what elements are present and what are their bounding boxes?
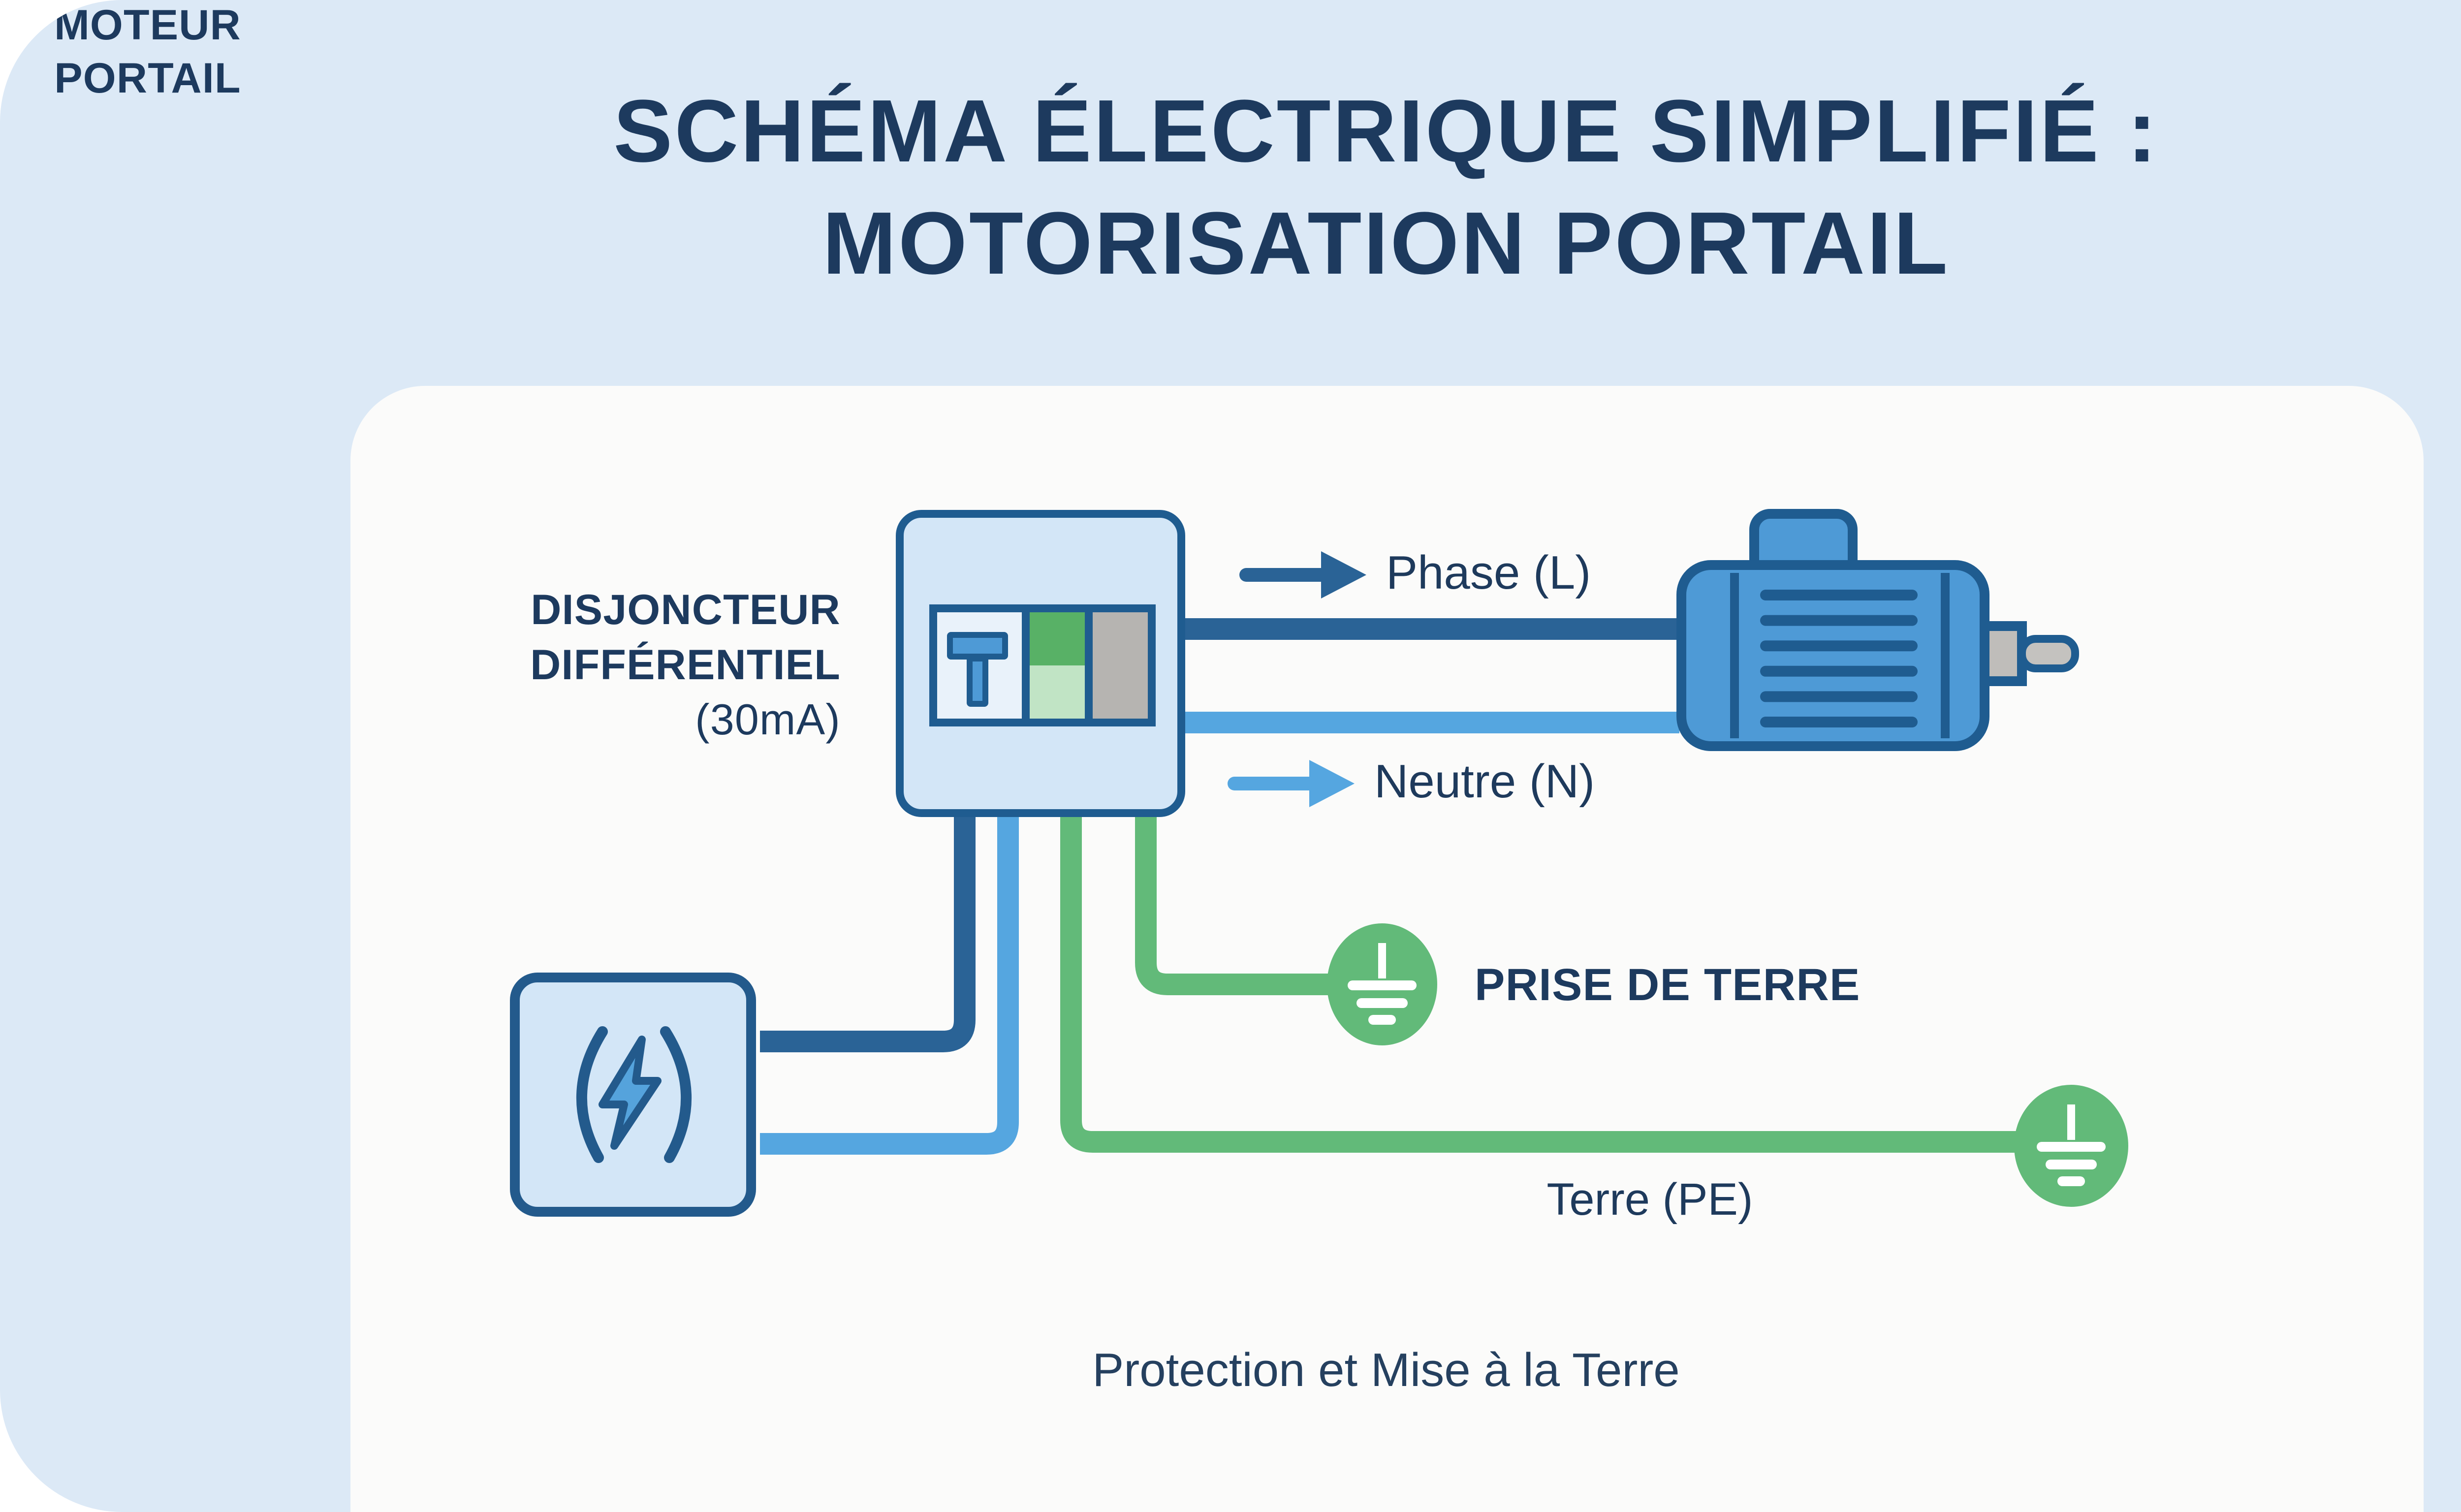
neutral-supply-wire bbox=[760, 807, 1019, 1155]
breaker-label-rating: (30mA) bbox=[695, 695, 841, 744]
phase-supply-wire bbox=[760, 807, 976, 1052]
earth-wire-label: Terre (PE) bbox=[1546, 1173, 1753, 1225]
motor-label-line2: PORTAIL bbox=[54, 55, 241, 102]
diagram-caption: Protection et Mise à la Terre bbox=[1092, 1345, 1680, 1398]
neutral-arrow-head bbox=[1309, 760, 1355, 807]
earth-rod-wire bbox=[1135, 807, 1335, 995]
neutral-arrow-icon bbox=[1228, 760, 1355, 807]
wires bbox=[760, 618, 2020, 1155]
page-title: SCHÉMA ÉLECTRIQUE SIMPLIFIÉ : MOTORISATI… bbox=[0, 75, 2461, 299]
motor-fin bbox=[1760, 717, 1918, 727]
power-icon bbox=[575, 1026, 691, 1163]
power-source-box bbox=[510, 973, 756, 1217]
motor-fin bbox=[1760, 590, 1918, 600]
page-title-line1: SCHÉMA ÉLECTRIQUE SIMPLIFIÉ : bbox=[613, 81, 2159, 181]
page-title-line2: MOTORISATION PORTAIL bbox=[822, 193, 1950, 293]
breaker-label-line2: DIFFÉRENTIEL bbox=[530, 642, 841, 689]
motor-fin bbox=[1760, 691, 1918, 702]
phase-arrow-head bbox=[1321, 551, 1366, 598]
motor-fin bbox=[1760, 640, 1918, 652]
breaker-label: DISJONCTEUR DIFFÉRENTIEL (30mA) bbox=[453, 583, 841, 748]
power-arc-left bbox=[575, 1026, 607, 1163]
breaker-switch-handle bbox=[947, 632, 1008, 660]
breaker-box bbox=[896, 510, 1185, 817]
earth-rod-icon bbox=[1327, 923, 1437, 1045]
breaker-panel bbox=[929, 604, 1156, 726]
lightning-bolt-icon bbox=[598, 1036, 661, 1150]
earth-pe-icon bbox=[2014, 1085, 2128, 1207]
motor-fins bbox=[1760, 590, 1918, 727]
neutral-label: Neutre (N) bbox=[1374, 756, 1595, 809]
motor-fin bbox=[1760, 615, 1918, 626]
breaker-indicator-off bbox=[1030, 665, 1085, 719]
motor-icon bbox=[1676, 509, 2079, 751]
breaker-cell-divider bbox=[1085, 612, 1093, 719]
motor-fin bbox=[1760, 665, 1918, 677]
breaker-switch-stem bbox=[967, 656, 988, 707]
breaker-indicator-cell bbox=[1030, 612, 1085, 719]
breaker-indicator-on bbox=[1030, 612, 1085, 665]
breaker-label-line1: DISJONCTEUR bbox=[531, 587, 841, 634]
breaker-cell-divider bbox=[1022, 612, 1030, 719]
motor-shaft bbox=[2018, 635, 2079, 672]
motor-shaft-collar bbox=[1980, 621, 2027, 686]
power-arc-right bbox=[659, 1026, 691, 1163]
earth-rod-label: PRISE DE TERRE bbox=[1475, 959, 1861, 1010]
motor-label: MOTEUR PORTAIL bbox=[0, 0, 295, 106]
breaker-toggle-cell bbox=[937, 612, 1022, 719]
breaker-blank-cell bbox=[1093, 612, 1148, 719]
phase-label: Phase (L) bbox=[1386, 547, 1591, 600]
phase-arrow-icon bbox=[1239, 551, 1366, 598]
earth-pe-wire bbox=[1060, 807, 2020, 1153]
motor-label-line1: MOTEUR bbox=[54, 2, 241, 49]
